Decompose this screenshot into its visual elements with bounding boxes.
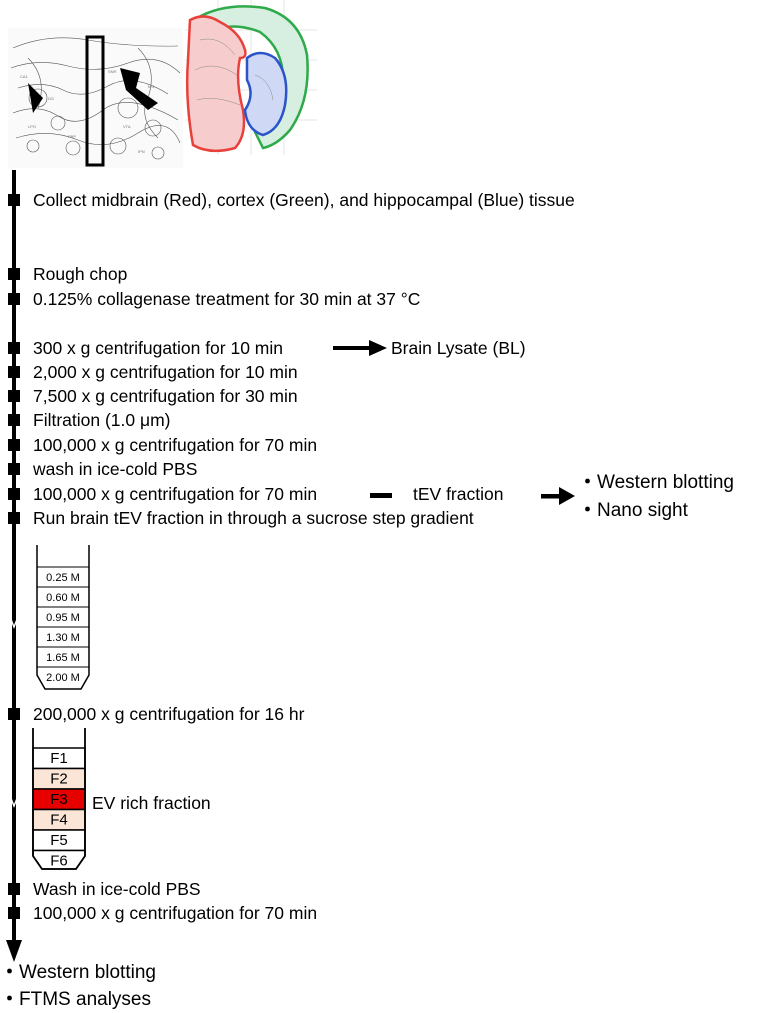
svg-text:LPO: LPO	[28, 124, 36, 129]
ev-rich-fraction-label: EV rich fraction	[92, 793, 211, 813]
arrow-chevron-2	[9, 795, 19, 809]
step-bullet	[8, 907, 20, 919]
fraction-label: F5	[50, 832, 68, 849]
step-bullet	[8, 883, 20, 895]
bullet-glyph: ・	[0, 962, 20, 983]
gradient-layer-label: 0.95 M	[46, 612, 80, 624]
arrow-chevron-1	[9, 616, 19, 630]
gradient-layer-label: 1.30 M	[46, 632, 80, 644]
bullet-glyph: ・	[578, 500, 598, 521]
step-7500g-centrifugation: 7,500 x g centrifugation for 30 min	[33, 386, 298, 406]
fraction-label: F3	[50, 791, 68, 808]
step-300g-centrifugation: 300 x g centrifugation for 10 min	[33, 338, 284, 358]
final-analysis-western: ・Western blotting	[0, 962, 156, 983]
fraction-label: F2	[50, 771, 68, 788]
step-bullet	[8, 708, 20, 720]
brain-lysate-label: Brain Lysate (BL)	[391, 338, 526, 358]
fraction-label: F1	[50, 750, 68, 767]
gradient-layer-label: 2.00 M	[46, 672, 80, 684]
tev-analysis-western: ・Western blotting	[578, 472, 734, 493]
svg-text:VTA: VTA	[123, 124, 131, 129]
step-bullet	[8, 342, 20, 354]
step-bullet	[8, 512, 20, 524]
step-bullet	[8, 488, 20, 500]
step-bullet	[8, 268, 20, 280]
step-collagenase: 0.125% collagenase treatment for 30 min …	[33, 289, 421, 309]
step-collect-tissue: Collect midbrain (Red), cortex (Green), …	[33, 190, 575, 210]
fraction-label: F6	[50, 853, 68, 870]
final-analysis-ftms: ・FTMS analyses	[0, 989, 151, 1010]
step-bullet	[8, 194, 20, 206]
step-rough-chop: Rough chop	[33, 264, 128, 284]
step-sucrose-gradient: Run brain tEV fraction in through a sucr…	[33, 508, 474, 528]
tev-fraction-label: tEV fraction	[413, 484, 504, 504]
gradient-layer-label: 0.25 M	[46, 572, 80, 584]
svg-text:PBP: PBP	[68, 134, 76, 139]
gradient-layer-label: 0.60 M	[46, 592, 80, 604]
hippocampus-region	[243, 51, 288, 137]
step-bullet	[8, 414, 20, 426]
bullet-glyph: ・	[578, 472, 598, 493]
arrow-to-tev-analyses	[541, 487, 575, 505]
step-100000g-centrifugation-1: 100,000 x g centrifugation for 70 min	[33, 435, 318, 455]
step-bullet	[8, 293, 20, 305]
svg-text:SNR: SNR	[108, 69, 117, 74]
svg-text:CA1: CA1	[20, 74, 29, 79]
arrow-to-brain-lysate	[333, 340, 387, 356]
step-bullet	[8, 463, 20, 475]
step-bullet	[8, 390, 20, 402]
step-200000g-centrifugation: 200,000 x g centrifugation for 16 hr	[33, 704, 305, 724]
step-100000g-centrifugation-2: 100,000 x g centrifugation for 70 min	[33, 484, 318, 504]
fraction-label: F4	[50, 812, 68, 829]
bullet-glyph: ・	[0, 989, 20, 1010]
dash-to-tev	[370, 493, 392, 498]
step-bullet	[8, 366, 20, 378]
step-2000g-centrifugation: 2,000 x g centrifugation for 10 min	[33, 362, 298, 382]
step-100000g-centrifugation-3: 100,000 x g centrifugation for 70 min	[33, 903, 318, 923]
svg-text:DG: DG	[48, 96, 54, 101]
sucrose-gradient-tube: 0.25 M 0.60 M 0.95 M 1.30 M 1.65 M 2.00 M	[36, 545, 90, 690]
step-bullet	[8, 439, 20, 451]
svg-text:IPN: IPN	[138, 149, 145, 154]
coronal-section-image	[185, 0, 317, 155]
step-wash-pbs-1: wash in ice-cold PBS	[33, 459, 198, 479]
svg-text:MG: MG	[148, 84, 154, 89]
tev-analysis-nanosight: ・Nano sight	[578, 500, 688, 521]
gradient-layer-label: 1.65 M	[46, 652, 80, 664]
step-wash-pbs-2: Wash in ice-cold PBS	[33, 879, 201, 899]
step-filtration: Filtration (1.0 μm)	[33, 410, 171, 430]
